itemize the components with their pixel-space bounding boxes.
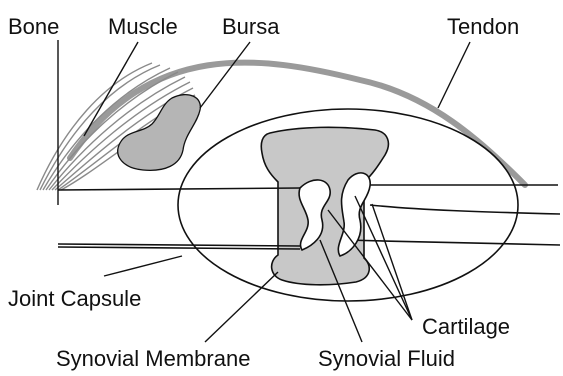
tendon-leader	[438, 42, 470, 108]
muscle-leader	[84, 42, 138, 136]
label-synovial-fluid: Synovial Fluid	[318, 346, 455, 371]
label-cartilage: Cartilage	[422, 314, 510, 339]
joint-capsule-leader	[104, 256, 182, 276]
label-muscle: Muscle	[108, 14, 178, 39]
label-bursa: Bursa	[222, 14, 280, 39]
synovial-membrane-leader	[205, 272, 278, 342]
label-tendon: Tendon	[447, 14, 519, 39]
label-bone: Bone	[8, 14, 59, 39]
label-synovial-membrane: Synovial Membrane	[56, 346, 250, 371]
bursa-leader	[200, 42, 250, 108]
bursa	[118, 95, 201, 171]
label-joint-capsule: Joint Capsule	[8, 286, 141, 311]
